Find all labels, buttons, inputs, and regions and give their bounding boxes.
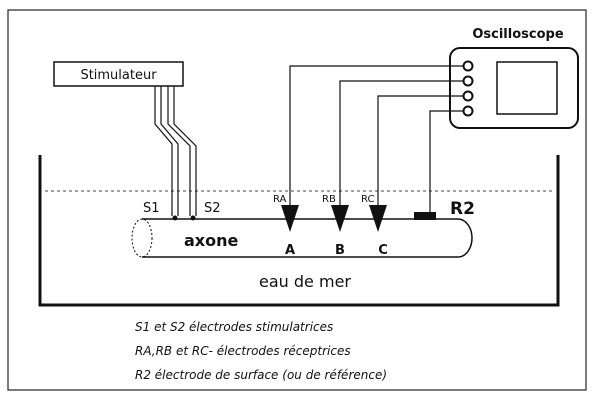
legend-line-1: S1 et S2 électrodes stimulatrices	[135, 320, 333, 334]
rc-electrode	[369, 205, 387, 232]
rb-wire	[339, 80, 463, 205]
s1-electrode	[172, 215, 178, 221]
s2-electrode	[190, 215, 196, 221]
seawater-tank	[38, 155, 560, 307]
axon-cut-end	[131, 218, 153, 258]
rb-electrode	[331, 205, 349, 232]
oscilloscope-label: Oscilloscope	[472, 27, 563, 42]
stimulator-label: Stimulateur	[80, 68, 157, 83]
s1-label: S1	[143, 201, 160, 216]
rc-wire	[377, 95, 463, 205]
point-c-label: C	[378, 243, 388, 258]
outer-frame	[7, 9, 587, 391]
input-jack-rb	[462, 75, 474, 87]
point-b-label: B	[335, 243, 345, 258]
rc-label: RC	[361, 194, 374, 205]
point-a-label: A	[285, 243, 295, 258]
ra-wire	[289, 65, 463, 205]
input-jack-r2	[462, 105, 474, 117]
ra-label: RA	[273, 194, 287, 205]
s2-label: S2	[204, 201, 221, 216]
medium-label: eau de mer	[259, 272, 351, 291]
s1-wire-a	[154, 86, 173, 216]
r2-electrode	[414, 212, 436, 220]
stimulator-box	[53, 61, 184, 87]
input-jack-ra	[462, 60, 474, 72]
axon-label: axone	[184, 231, 239, 250]
r2-label: R2	[450, 199, 475, 219]
r2-wire	[429, 110, 463, 214]
legend-line-2: RA,RB et RC- électrodes réceptrices	[135, 344, 351, 358]
s2-wire-a	[167, 86, 191, 216]
rb-label: RB	[322, 194, 336, 205]
axon-cylinder	[142, 218, 473, 258]
legend-line-3: R2 électrode de surface (ou de référence…	[135, 368, 387, 382]
ra-electrode	[281, 205, 299, 232]
s1-wire-b	[160, 86, 179, 216]
oscilloscope-screen	[496, 61, 558, 115]
input-jack-rc	[462, 90, 474, 102]
s2-wire-b	[173, 86, 197, 216]
